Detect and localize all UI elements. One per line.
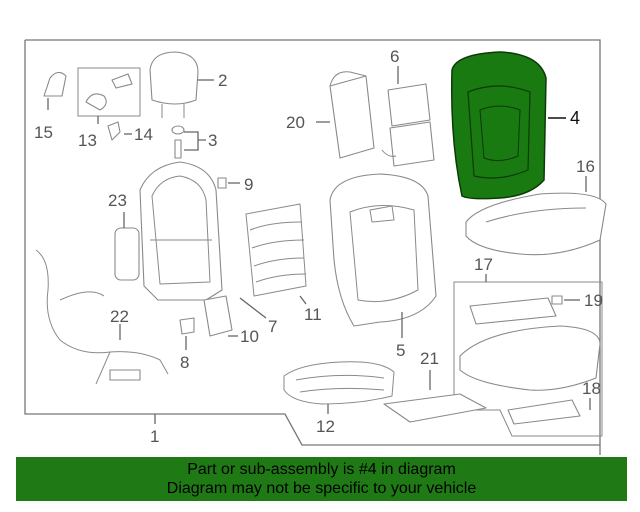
caption-bar: Part or sub-assembly is #4 in diagram Di… (16, 457, 627, 501)
parts-diagram: 15 13 14 2 3 23 7 (24, 39, 607, 455)
part-8-bracket[interactable] (179, 317, 195, 350)
part-label-7: 7 (268, 317, 277, 336)
part-16-cushion-cover[interactable] (465, 176, 607, 256)
part-19-connector[interactable] (551, 295, 580, 305)
part-label-18: 18 (582, 379, 601, 398)
part-label-1: 1 (150, 427, 159, 446)
part-label-21: 21 (420, 349, 439, 368)
part-label-9: 9 (244, 175, 253, 194)
part-21-pan[interactable] (383, 370, 487, 423)
part-label-6: 6 (390, 47, 399, 66)
part-23-pad[interactable] (114, 212, 140, 281)
diagram-frame (24, 39, 601, 455)
part-12-wire-frame[interactable] (283, 361, 395, 414)
part-6-heater-mats[interactable] (381, 66, 435, 167)
part-label-19: 19 (584, 291, 603, 310)
part-13-group[interactable] (77, 67, 141, 124)
part-5-back-pad[interactable] (329, 173, 437, 338)
part-15-knob[interactable] (43, 71, 67, 110)
part-18-sensor[interactable] (507, 398, 591, 425)
part-label-11: 11 (304, 305, 322, 324)
part-label-14: 14 (134, 125, 153, 144)
part-label-2: 2 (218, 71, 227, 90)
part-label-16: 16 (576, 157, 595, 176)
part-9-bolt[interactable] (217, 177, 240, 189)
part-label-3: 3 (208, 131, 217, 150)
caption-line-2: Diagram may not be specific to your vehi… (166, 480, 477, 497)
part-3-guides[interactable] (171, 125, 206, 159)
part-label-13: 13 (78, 131, 97, 150)
part-label-15: 15 (34, 123, 53, 142)
part-2-headrest[interactable] (149, 51, 214, 118)
part-14-clip[interactable] (107, 121, 132, 141)
part-label-17: 17 (474, 255, 493, 274)
part-label-8: 8 (180, 353, 189, 372)
part-label-5: 5 (396, 341, 405, 360)
part-4-seat-back-cover[interactable] (450, 51, 566, 200)
part-label-20: 20 (286, 113, 305, 132)
caption-line-1: Part or sub-assembly is #4 in diagram (187, 461, 456, 478)
part-20-pad[interactable] (316, 71, 375, 159)
part-10-motor[interactable] (203, 295, 238, 337)
part-label-4: 4 (570, 108, 580, 128)
part-label-23: 23 (108, 191, 127, 210)
part-7-seat-frame[interactable] (139, 161, 267, 319)
part-17-group[interactable] (453, 274, 603, 437)
part-label-10: 10 (240, 327, 259, 346)
part-22-harness[interactable] (35, 249, 169, 385)
part-label-22: 22 (110, 307, 129, 326)
part-label-12: 12 (316, 417, 335, 436)
part-11-springs[interactable] (245, 203, 307, 305)
